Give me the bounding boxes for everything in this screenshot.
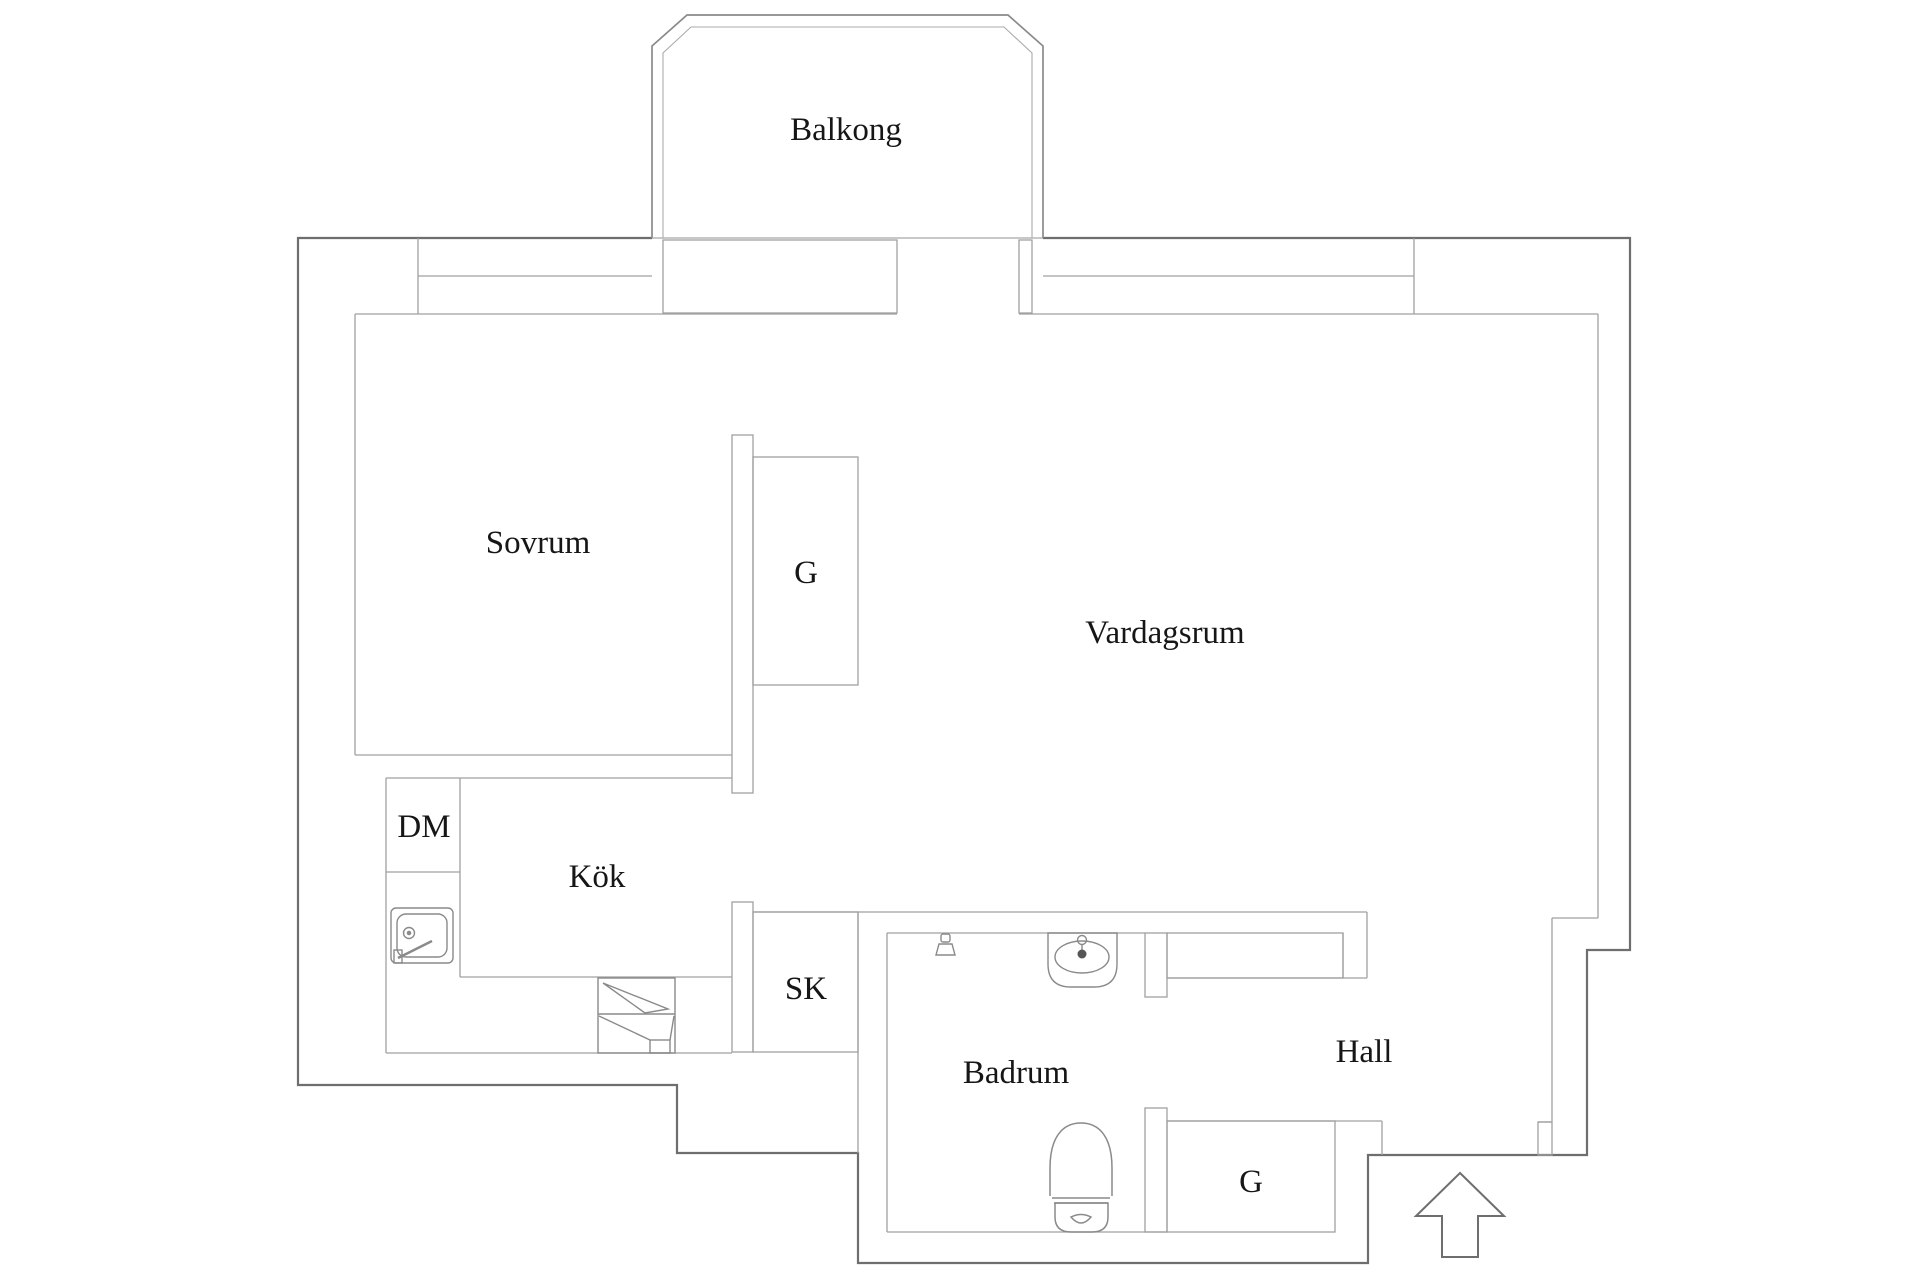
bathroom-tap-knob: [1076, 934, 1088, 946]
hall-wardrobe-wall: [1167, 912, 1368, 979]
outer-walls: [296, 236, 1632, 1265]
room-label-vardagsrum: Vardagsrum: [1085, 615, 1245, 651]
room-label-garderob-hall: G: [1239, 1164, 1263, 1200]
bathroom-tap-spout: [1077, 949, 1087, 959]
kitchen-tap-base: [393, 949, 403, 964]
bedroom-living-wall: [731, 434, 754, 794]
bathroom-door-jamb-top: [1144, 932, 1168, 998]
bathroom-sink-body: [1047, 932, 1118, 988]
room-label-kok: Kök: [569, 859, 626, 895]
room-label-hall: Hall: [1336, 1034, 1393, 1070]
toilet: [1049, 1122, 1113, 1233]
hall-closet-box: [1166, 1120, 1336, 1233]
room-label-balkong: Balkong: [790, 112, 902, 148]
kitchen-sink-basin: [396, 913, 448, 958]
shower-head-icon: [935, 933, 956, 956]
room-label-garderob-sovrum: G: [794, 555, 818, 591]
stove-funnel-symbol: [598, 1015, 675, 1041]
shower-cone: [935, 943, 956, 956]
stove-fan-symbol: [602, 982, 671, 1014]
kitchen-sk-wall: [731, 901, 754, 1053]
balcony-outer-rail: [651, 14, 1044, 238]
room-label-sovrum: Sovrum: [486, 525, 591, 561]
bedroom-walls: [354, 314, 732, 779]
kitchen-counter-lines: [386, 778, 732, 978]
entrance-arrow-icon: [1413, 1171, 1507, 1258]
stove-outline: [597, 977, 676, 1054]
balcony-walls: [651, 14, 1044, 238]
toilet-flush-mouth: [1069, 1213, 1093, 1224]
balcony-door-panel: [662, 239, 898, 314]
stove-funnel-outlet: [649, 1039, 671, 1054]
bathroom-door-jamb-bottom: [1144, 1107, 1168, 1233]
kitchen-tap-lever: [397, 939, 433, 960]
stove: [597, 977, 676, 1054]
kitchen-sink: [390, 907, 454, 964]
outer-wall-path: [296, 236, 1632, 1265]
hall-wardrobe-box: [1166, 932, 1344, 979]
room-labels: Balkong Sovrum G Vardagsrum DM Kök SK Ba…: [397, 112, 1392, 1200]
kitchen-sink-drain: [402, 926, 416, 940]
hall-floor-lines: [1167, 1120, 1383, 1155]
room-label-dm: DM: [397, 809, 450, 845]
toilet-base: [1054, 1202, 1109, 1233]
bedroom-closet-box: [752, 456, 859, 686]
room-label-badrum: Badrum: [963, 1055, 1070, 1091]
toilet-bowl: [1049, 1122, 1113, 1196]
interior-walls: [354, 238, 1599, 1233]
kitchen-sink-outer: [390, 907, 454, 964]
right-wall-inner-face: [1538, 314, 1599, 1123]
kitchen-sink-drain-dot: [406, 930, 412, 936]
room-label-sk: SK: [785, 971, 827, 1007]
entry-door-jamb: [1537, 1121, 1553, 1156]
shower-neck: [940, 933, 951, 943]
bathroom-sink-basin: [1054, 940, 1110, 974]
balcony-door-jamb: [1018, 239, 1033, 314]
balcony-inner-rail: [662, 26, 1033, 238]
bathroom-sink: [1047, 932, 1118, 988]
